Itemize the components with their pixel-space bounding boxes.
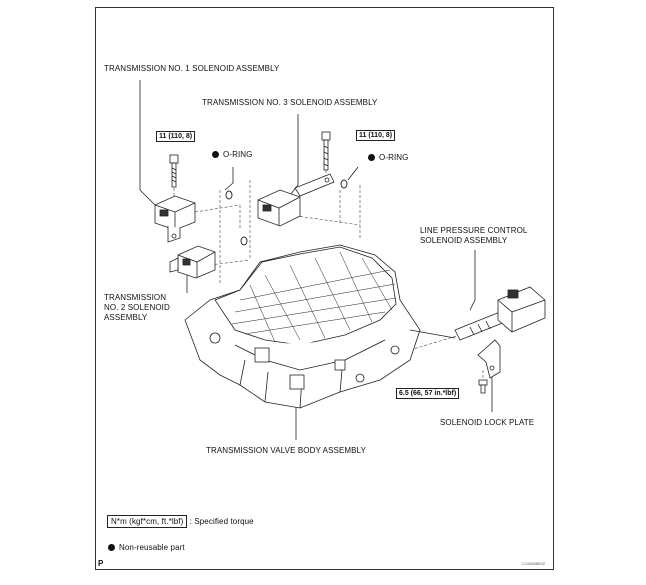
torque-bolt-lockplate: 6.5 (66, 57 in.*lbf) — [396, 388, 460, 399]
nonreusable-dot-icon — [108, 544, 115, 551]
valve-body — [184, 244, 421, 409]
oring-right-text: O-RING — [379, 153, 409, 162]
legend-torque: N*m (kgf*cm, ft.*lbf) : Specified torque — [107, 515, 254, 528]
bolt-left — [169, 154, 179, 188]
label-line-pressure-solenoid: LINE PRESSURE CONTROL SOLENOID ASSEMBLY — [420, 226, 527, 246]
legend-nonreusable: Non-reusable part — [108, 543, 185, 553]
label-oring-right: O-RING — [368, 153, 409, 163]
legend-nonreusable-text: Non-reusable part — [119, 543, 185, 552]
solenoid-no2 — [169, 245, 216, 279]
label-lock-plate: SOLENOID LOCK PLATE — [440, 418, 535, 427]
oring-left-text: O-RING — [223, 150, 253, 159]
label-line-pressure-line1: LINE PRESSURE CONTROL — [420, 226, 528, 235]
leader-oring-right — [347, 166, 359, 181]
leader-sol3 — [289, 114, 299, 196]
label-solenoid-no2: TRANSMISSION NO. 2 SOLENOID ASSEMBLY — [104, 293, 170, 323]
oring-left-lower — [240, 236, 248, 246]
label-valve-body: TRANSMISSION VALVE BODY ASSEMBLY — [206, 446, 366, 455]
diagram-frame — [95, 7, 554, 570]
solenoid-no3 — [257, 173, 335, 227]
solenoid-lock-plate — [477, 339, 501, 379]
figure-id: C119588E02 — [522, 561, 546, 566]
line-pressure-solenoid — [454, 286, 546, 341]
bolt-lockplate — [478, 379, 488, 394]
label-solenoid-no2-line2: NO. 2 SOLENOID — [104, 303, 170, 312]
label-solenoid-no1: TRANSMISSION NO. 1 SOLENOID ASSEMBLY — [104, 64, 280, 73]
label-solenoid-no2-line3: ASSEMBLY — [104, 313, 148, 322]
label-line-pressure-line2: SOLENOID ASSEMBLY — [420, 236, 508, 245]
label-oring-left: O-RING — [212, 150, 253, 160]
nonreusable-dot-icon — [368, 154, 375, 161]
legend-torque-text: : Specified torque — [189, 517, 254, 526]
leader-linepressure — [469, 250, 476, 311]
label-solenoid-no2-line1: TRANSMISSION — [104, 293, 167, 302]
oring-right — [340, 179, 348, 189]
solenoid-no1 — [154, 195, 196, 243]
bolt-right — [321, 131, 331, 171]
nonreusable-dot-icon — [212, 151, 219, 158]
label-solenoid-no3: TRANSMISSION NO. 3 SOLENOID ASSEMBLY — [202, 98, 378, 107]
page-code: P — [98, 559, 104, 568]
oring-left-upper — [225, 190, 233, 200]
leader-sol1 — [139, 80, 156, 206]
torque-bolt-left: 11 (110, 8) — [156, 131, 196, 142]
legend-torque-box: N*m (kgf*cm, ft.*lbf) — [107, 515, 188, 528]
leader-oring-left — [224, 167, 234, 191]
torque-bolt-right: 11 (110, 8) — [356, 130, 396, 141]
